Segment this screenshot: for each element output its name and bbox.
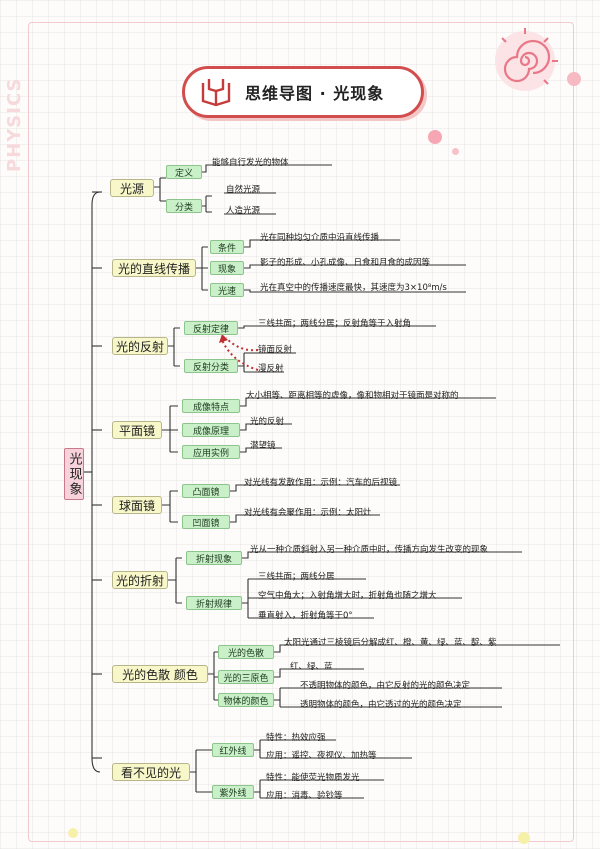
node-imaging-features: 成像特点 (182, 399, 240, 413)
root-node: 光现象 (64, 448, 84, 500)
arrow-decoration (225, 337, 259, 352)
swirl-decoration (495, 28, 558, 91)
leaf-text: 对光线有会聚作用：示例：太阳灶 (244, 508, 372, 518)
dot-decoration (567, 72, 581, 86)
leaf-text: 应用：遥控、夜视仪、加热等 (266, 751, 377, 761)
leaf-text: 潜望镜 (250, 441, 276, 451)
node-primary-colors: 光的三原色 (218, 670, 274, 684)
dot-decoration (428, 130, 442, 144)
node-refraction-laws: 折射规律 (186, 596, 242, 610)
leaf-text: 红、绿、蓝 (290, 662, 333, 672)
leaf-text: 能够自行发光的物体 (212, 158, 289, 168)
leaf-text: 影子的形成、小孔成像、日食和月食的成因等 (260, 258, 431, 268)
leaf-text: 漫反射 (258, 364, 284, 374)
leaf-text: 光在同种均匀介质中沿直线传播 (260, 233, 380, 243)
page-title: 思维导图 · 光现象 (245, 84, 385, 103)
node-ultraviolet: 紫外线 (212, 785, 254, 799)
leaf-text: 不透明物体的颜色，由它反射的光的颜色决定 (300, 681, 471, 691)
node-concave-mirror: 凹面镜 (182, 515, 230, 529)
node-dispersion: 光的色散 (218, 645, 274, 659)
leaf-text: 光的反射 (250, 417, 285, 427)
node-definition: 定义 (166, 165, 202, 179)
branch-rectilinear-propagation: 光的直线传播 (112, 259, 196, 277)
leaf-text: 光在真空中的传播速度最快，其速度为3×10⁸m/s (260, 283, 447, 293)
leaf-text: 自然光源 (226, 185, 261, 195)
branch-reflection: 光的反射 (112, 337, 168, 355)
node-classification: 分类 (166, 199, 202, 213)
page-frame (28, 22, 574, 842)
node-applications: 应用实例 (182, 445, 240, 459)
leaf-text: 太阳光通过三棱镜后分解成红、橙、黄、绿、蓝、靛、紫 (284, 638, 497, 648)
leaf-text: 对光线有发散作用：示例：汽车的后视镜 (244, 478, 398, 488)
title-banner: 思维导图 · 光现象 (182, 66, 424, 118)
leaf-text: 镜面反射 (258, 345, 293, 355)
leaf-text: 空气中角大；入射角增大时，折射角也随之增大 (258, 591, 437, 601)
branch-light-source: 光源 (110, 179, 154, 197)
node-refraction-phenomenon: 折射现象 (186, 551, 242, 565)
node-infrared: 红外线 (212, 743, 254, 757)
node-imaging-principle: 成像原理 (182, 423, 240, 437)
branch-invisible-light: 看不见的光 (112, 763, 190, 781)
node-light-speed: 光速 (210, 283, 244, 297)
leaf-text: 大小相等、距离相等的虚像，像和物相对于镜面是对称的 (246, 391, 459, 401)
node-condition: 条件 (210, 240, 244, 254)
leaf-text: 透明物体的颜色，由它透过的光的颜色决定 (300, 700, 462, 710)
leaf-text: 三线共面；两线分居；反射角等于入射角 (258, 319, 412, 329)
branch-spherical-mirror: 球面镜 (112, 496, 162, 514)
branch-refraction: 光的折射 (112, 571, 168, 589)
dot-decoration (68, 828, 78, 838)
node-convex-mirror: 凸面镜 (182, 484, 230, 498)
dot-decoration (518, 832, 530, 844)
branch-dispersion-color: 光的色散 颜色 (112, 665, 208, 683)
leaf-text: 应用：消毒、验钞等 (266, 791, 343, 801)
node-phenomenon: 现象 (210, 261, 244, 275)
book-icon (201, 79, 231, 107)
leaf-text: 垂直射入，折射角等于0° (258, 611, 353, 621)
dot-decoration (452, 148, 459, 155)
leaf-text: 人造光源 (226, 206, 261, 216)
branch-plane-mirror: 平面镜 (112, 421, 162, 439)
leaf-text: 特性：能使荧光物质发光 (266, 773, 360, 783)
leaf-text: 三线共面；两线分居 (258, 572, 335, 582)
node-object-color: 物体的颜色 (218, 693, 274, 707)
leaf-text: 特性：热效应强 (266, 733, 326, 743)
node-reflection-law: 反射定律 (184, 321, 238, 335)
node-reflection-types: 反射分类 (184, 359, 238, 373)
leaf-text: 光从一种介质斜射入另一种介质中时，传播方向发生改变的现象 (250, 545, 489, 555)
